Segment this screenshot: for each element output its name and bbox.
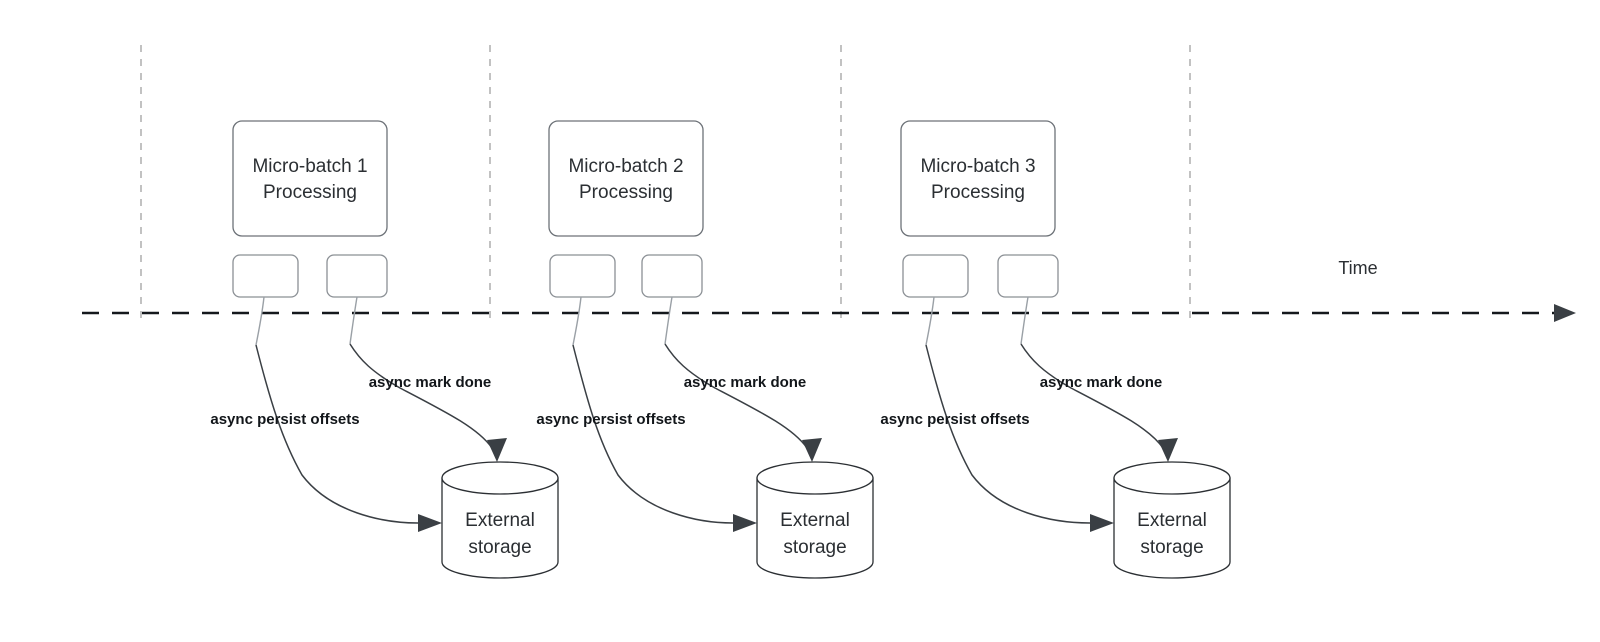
micro-batch-2-task-a[interactable] bbox=[549, 254, 616, 298]
micro-batch-1-title-line2: Processing bbox=[263, 182, 357, 203]
micro-batch-1-task-b-stem bbox=[349, 296, 358, 345]
external-storage-3-top bbox=[1113, 461, 1231, 495]
batch-group-3: Micro-batch 3 Processing async persist o… bbox=[880, 120, 1231, 579]
edge-async-persist-offsets-2-label: async persist offsets bbox=[536, 411, 685, 428]
edge-async-persist-offsets-3-arrow-icon bbox=[1090, 514, 1114, 532]
external-storage-2-label-line1: External bbox=[780, 510, 850, 531]
external-storage-2-label-line2: storage bbox=[783, 537, 846, 558]
edge-async-persist-offsets-3 bbox=[925, 344, 1091, 524]
external-storage-1-top bbox=[441, 461, 559, 495]
edge-async-mark-done-2-arrow-icon bbox=[802, 438, 822, 462]
micro-batch-1-box[interactable] bbox=[232, 120, 388, 237]
edge-async-mark-done-1-label: async mark done bbox=[369, 374, 492, 391]
micro-batch-3-title-line1: Micro-batch 3 bbox=[920, 156, 1035, 177]
edge-async-mark-done-2 bbox=[664, 343, 808, 449]
micro-batch-3-box[interactable] bbox=[900, 120, 1056, 237]
micro-batch-1-task-b[interactable] bbox=[326, 254, 388, 298]
batch-group-2: Micro-batch 2 Processing async persist o… bbox=[536, 120, 874, 579]
micro-batch-1-task-a-stem bbox=[255, 296, 265, 346]
edge-async-mark-done-2-label: async mark done bbox=[684, 374, 807, 391]
edge-async-persist-offsets-3-label: async persist offsets bbox=[880, 411, 1029, 428]
external-storage-2-top bbox=[756, 461, 874, 495]
edge-async-persist-offsets-1-arrow-icon bbox=[418, 514, 442, 532]
edge-async-mark-done-1 bbox=[349, 343, 493, 449]
external-storage-2-body bbox=[756, 477, 874, 579]
edge-async-mark-done-3-arrow-icon bbox=[1158, 438, 1178, 462]
micro-batch-2-task-b[interactable] bbox=[641, 254, 703, 298]
time-axis-label: Time bbox=[1338, 258, 1377, 278]
external-storage-2[interactable]: External storage bbox=[756, 461, 874, 579]
edge-async-persist-offsets-2-arrow-icon bbox=[733, 514, 757, 532]
micro-batch-3-task-a[interactable] bbox=[902, 254, 969, 298]
external-storage-1-label-line1: External bbox=[465, 510, 535, 531]
edge-async-mark-done-3-label: async mark done bbox=[1040, 374, 1163, 391]
micro-batch-2-task-a-stem bbox=[572, 296, 582, 346]
external-storage-3-body bbox=[1113, 477, 1231, 579]
edge-async-mark-done-3 bbox=[1020, 343, 1164, 449]
edge-async-persist-offsets-2 bbox=[572, 344, 734, 524]
micro-batch-2-box[interactable] bbox=[548, 120, 704, 237]
micro-batch-1-task-a[interactable] bbox=[232, 254, 299, 298]
micro-batch-3-task-b[interactable] bbox=[997, 254, 1059, 298]
external-storage-1-body bbox=[441, 477, 559, 579]
edge-async-persist-offsets-1-label: async persist offsets bbox=[210, 411, 359, 428]
external-storage-3[interactable]: External storage bbox=[1113, 461, 1231, 579]
time-axis-arrow-icon bbox=[1554, 304, 1576, 322]
micro-batch-3-task-b-stem bbox=[1020, 296, 1029, 345]
micro-batch-2-title-line2: Processing bbox=[579, 182, 673, 203]
external-storage-1[interactable]: External storage bbox=[441, 461, 559, 579]
batch-dividers bbox=[140, 45, 1191, 325]
external-storage-3-label-line1: External bbox=[1137, 510, 1207, 531]
micro-batch-1-title-line1: Micro-batch 1 bbox=[252, 156, 367, 177]
micro-batch-3-title-line2: Processing bbox=[931, 182, 1025, 203]
batch-group-1: Micro-batch 1 Processing async persist o… bbox=[210, 120, 559, 579]
micro-batch-3-task-a-stem bbox=[925, 296, 935, 346]
external-storage-3-label-line2: storage bbox=[1140, 537, 1203, 558]
micro-batch-2-title-line1: Micro-batch 2 bbox=[568, 156, 683, 177]
edge-async-persist-offsets-1 bbox=[255, 344, 419, 524]
micro-batch-2-task-b-stem bbox=[664, 296, 673, 345]
time-axis: Time bbox=[82, 258, 1576, 322]
edge-async-mark-done-1-arrow-icon bbox=[487, 438, 507, 462]
external-storage-1-label-line2: storage bbox=[468, 537, 531, 558]
